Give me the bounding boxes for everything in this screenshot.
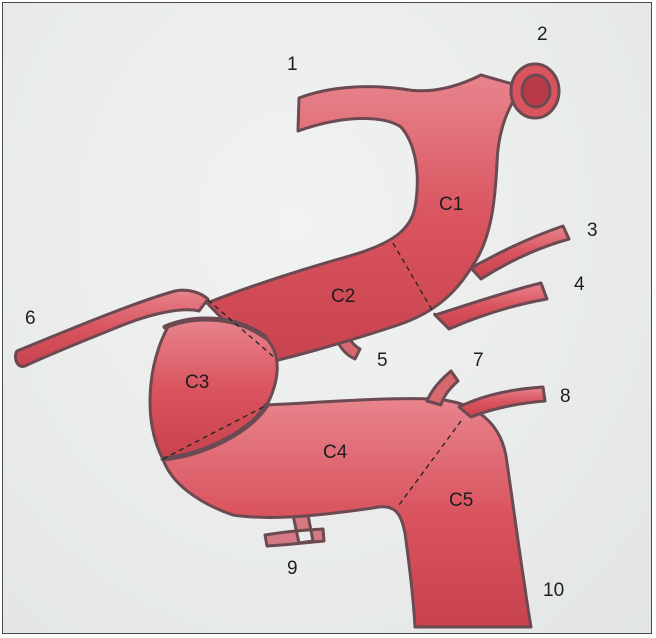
- label-5: 5: [377, 351, 388, 370]
- label-6: 6: [25, 309, 36, 328]
- label-10: 10: [543, 581, 564, 600]
- label-c2: C2: [331, 287, 355, 306]
- branch-8: [459, 387, 545, 417]
- label-c3: C3: [185, 373, 209, 392]
- label-3: 3: [587, 221, 598, 240]
- label-7: 7: [473, 351, 484, 370]
- label-c5: C5: [449, 491, 473, 510]
- label-9: 9: [287, 559, 298, 578]
- vessel-2-lumen: [522, 75, 550, 107]
- artery-drawing: [3, 3, 652, 634]
- label-1: 1: [287, 55, 298, 74]
- label-4: 4: [574, 275, 585, 294]
- label-c4: C4: [323, 443, 347, 462]
- label-8: 8: [560, 387, 571, 406]
- branch-9: [265, 515, 324, 546]
- label-2: 2: [537, 25, 548, 44]
- branch-7: [427, 371, 458, 405]
- label-c1: C1: [439, 195, 463, 214]
